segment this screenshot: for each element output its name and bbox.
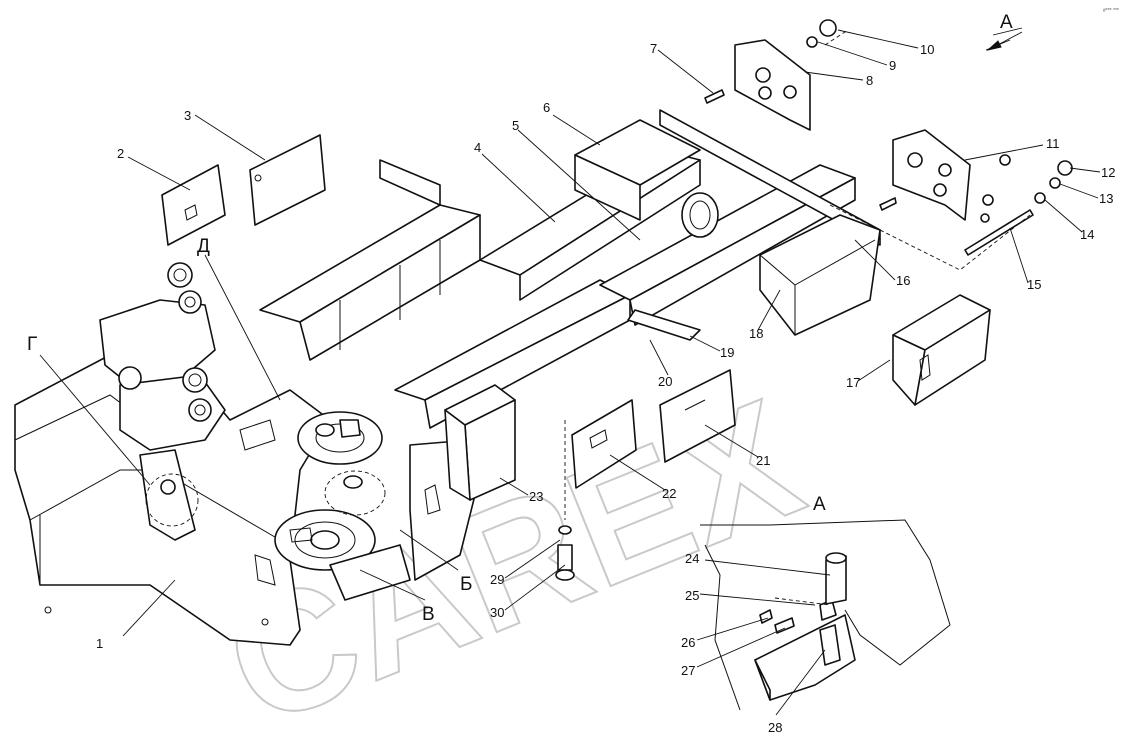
rear-frame-part-1: [14, 262, 331, 646]
section-label-b: Б: [460, 574, 472, 595]
hardware-studs-nuts: [704, 19, 1073, 271]
callout-14: 14: [1080, 227, 1094, 242]
detail-view-a: [700, 519, 951, 711]
callout-1: 1: [96, 636, 103, 651]
side-cover-17: [892, 294, 991, 406]
section-label-d: Д: [197, 236, 210, 257]
callout-19: 19: [720, 345, 734, 360]
corner-mark: #*** ***: [1103, 8, 1119, 14]
callout-27: 27: [681, 663, 695, 678]
callout-29: 29: [490, 572, 504, 587]
callout-23: 23: [529, 489, 543, 504]
articulation-hinges: [274, 411, 476, 601]
view-marker-label: А: [1000, 12, 1013, 33]
callout-16: 16: [896, 273, 910, 288]
main-frame: [259, 109, 881, 501]
callout-8: 8: [866, 73, 873, 88]
callout-9: 9: [889, 58, 896, 73]
callout-11: 11: [1046, 136, 1060, 151]
callout-13: 13: [1099, 191, 1113, 206]
callout-21: 21: [756, 453, 770, 468]
callout-10: 10: [920, 42, 934, 57]
callout-28: 28: [768, 720, 782, 735]
callout-12: 12: [1101, 165, 1115, 180]
callout-2: 2: [117, 146, 124, 161]
callout-15: 15: [1027, 277, 1041, 292]
section-label-v: В: [422, 604, 435, 625]
section-label-g: Г: [27, 334, 37, 355]
cover-plates-21-22: [571, 369, 736, 489]
callout-17: 17: [846, 375, 860, 390]
view-arrow-a: А: [986, 12, 1023, 51]
counterweights-8-11: [734, 39, 1011, 223]
callout-18: 18: [749, 326, 763, 341]
callout-20: 20: [658, 374, 672, 389]
callout-24: 24: [685, 551, 699, 566]
callout-7: 7: [650, 41, 657, 56]
callout-25: 25: [685, 588, 699, 603]
section-labels: Д Г Б В: [27, 236, 472, 625]
callout-6: 6: [543, 100, 550, 115]
callout-3: 3: [184, 108, 191, 123]
detail-view-title: А: [813, 494, 826, 515]
callout-26: 26: [681, 635, 695, 650]
callout-30: 30: [490, 605, 504, 620]
callout-numbers: 1 2 3 4 5 6 7 8 9 10 11 12 13 14 15 16 1…: [96, 41, 1115, 735]
callout-4: 4: [474, 140, 481, 155]
cover-plates-2-3: [161, 134, 326, 246]
callout-5: 5: [512, 118, 519, 133]
leader-lines: [39, 27, 1101, 716]
pin-29-30: [555, 420, 575, 581]
callout-22: 22: [662, 486, 676, 501]
